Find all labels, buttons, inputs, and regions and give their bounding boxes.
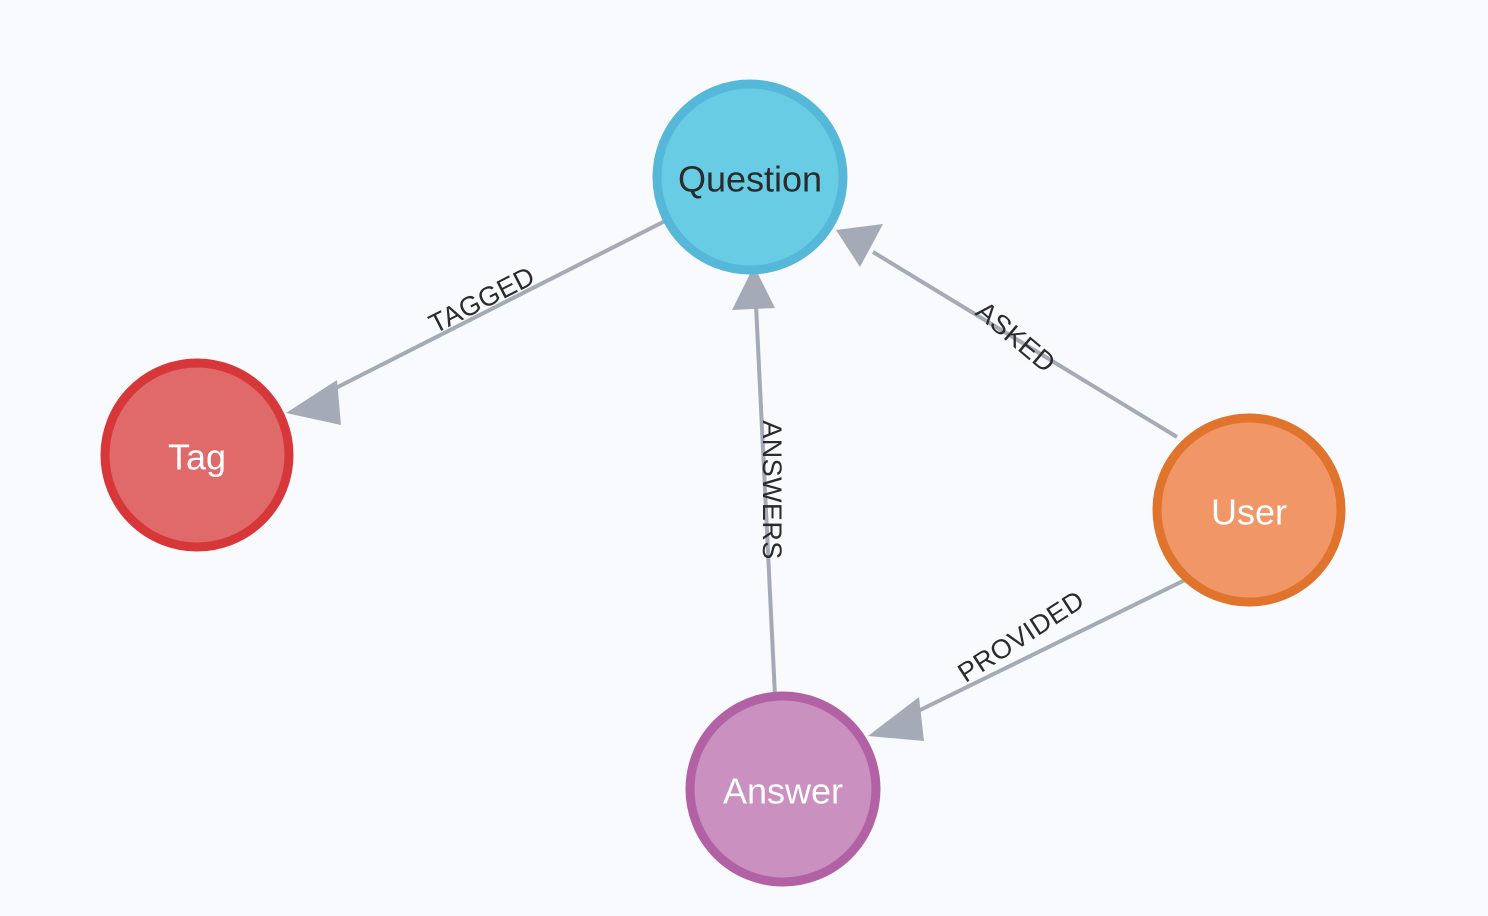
- relationship-answers-line: [754, 304, 777, 697]
- node-answer-circle[interactable]: [685, 691, 881, 887]
- relationship-provided[interactable]: PROVIDED: [868, 577, 1188, 741]
- relationship-asked-label: ASKED: [970, 296, 1061, 379]
- node-question-circle[interactable]: [652, 79, 848, 275]
- relationship-asked-arrowhead: [836, 224, 883, 267]
- relationship-provided-line: [907, 577, 1188, 718]
- relationship-asked-line: [871, 250, 1179, 439]
- relationship-tagged[interactable]: TAGGED: [286, 218, 668, 425]
- node-tag[interactable]: Tag: [100, 358, 294, 552]
- node-question[interactable]: Question: [652, 79, 848, 275]
- relationship-tagged-line: [321, 218, 668, 397]
- node-user-label: User: [1211, 492, 1287, 533]
- nodes-layer: Question Tag User Answer: [100, 79, 1346, 887]
- node-answer-label: Answer: [723, 771, 843, 812]
- relationship-answers-label: ANSWERS: [757, 420, 787, 559]
- node-tag-circle[interactable]: [100, 358, 294, 552]
- node-answer[interactable]: Answer: [685, 691, 881, 887]
- relationship-asked[interactable]: ASKED: [836, 224, 1179, 439]
- relationship-answers-arrowhead: [732, 266, 775, 310]
- node-user[interactable]: User: [1152, 413, 1346, 607]
- node-tag-label: Tag: [168, 437, 226, 478]
- edges-layer: TAGGED ASKED ANSWERS PROVIDED: [286, 218, 1188, 741]
- node-user-circle[interactable]: [1152, 413, 1346, 607]
- relationship-tagged-arrowhead: [286, 380, 341, 425]
- relationship-answers[interactable]: ANSWERS: [732, 266, 787, 697]
- relationship-provided-arrowhead: [868, 697, 924, 741]
- relationship-tagged-label: TAGGED: [424, 261, 540, 340]
- node-question-label: Question: [678, 159, 822, 200]
